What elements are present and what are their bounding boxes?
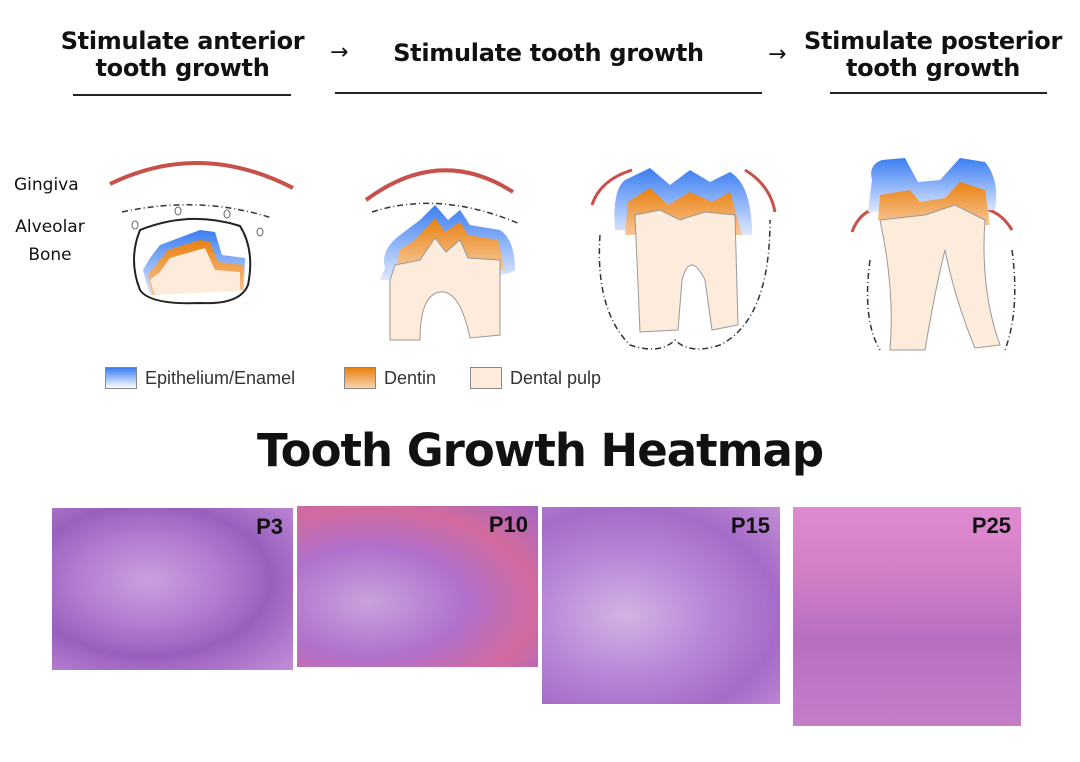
label-line: Bone [28, 245, 72, 265]
legend-item-pulp: Dental pulp [470, 367, 601, 389]
stage-title-line: Stimulate posterior [804, 27, 1062, 55]
divider [335, 92, 762, 94]
legend-swatch [344, 367, 376, 389]
legend-swatch [105, 367, 137, 389]
divider [73, 94, 291, 96]
legend-label: Dentin [384, 367, 437, 388]
legend-item-dentin: Dentin [344, 367, 436, 389]
stage-title-line: Stimulate anterior [60, 27, 305, 55]
legend-item-enamel: Epithelium/Enamel [105, 367, 295, 389]
tooth-development-diagram [109, 158, 1016, 351]
stage-title-line: tooth growth [846, 54, 1020, 82]
panel-label: P15 [730, 513, 770, 538]
gingiva-label: Gingiva [14, 175, 79, 195]
legend-label: Dental pulp [510, 367, 602, 388]
histology-panel-p25: P25 [793, 507, 1021, 726]
histology-panel-p10: P10 [297, 506, 538, 667]
tooth-stage-bud [109, 160, 294, 305]
alveolar-bone-label: Alveolar Bone [8, 213, 92, 269]
tooth-stage-mature [850, 158, 1016, 351]
heatmap-heading: Tooth Growth Heatmap [256, 424, 824, 477]
stage-title-middle: Stimulate tooth growth [335, 40, 762, 67]
stage-title-anterior: Stimulate anterior tooth growth [40, 28, 325, 82]
histology-panel-p15: P15 [542, 507, 780, 704]
divider [830, 92, 1047, 94]
panel-label: P10 [488, 512, 528, 537]
arrow-right-icon: → [330, 40, 349, 65]
legend-label: Epithelium/Enamel [145, 367, 296, 388]
tooth-stage-bell [590, 168, 777, 350]
arrow-right-icon: → [768, 42, 787, 67]
stage-title-line: tooth growth [95, 54, 270, 82]
label-line: Alveolar [15, 217, 85, 237]
legend-swatch [470, 367, 502, 389]
stage-title-posterior: Stimulate posterior tooth growth [800, 28, 1066, 82]
tooth-stage-cap [364, 168, 521, 341]
histology-panel-p3: P3 [52, 508, 293, 670]
stage-title-line: Stimulate tooth growth [393, 39, 704, 67]
panel-label: P3 [256, 514, 283, 539]
panel-label: P25 [971, 513, 1011, 538]
